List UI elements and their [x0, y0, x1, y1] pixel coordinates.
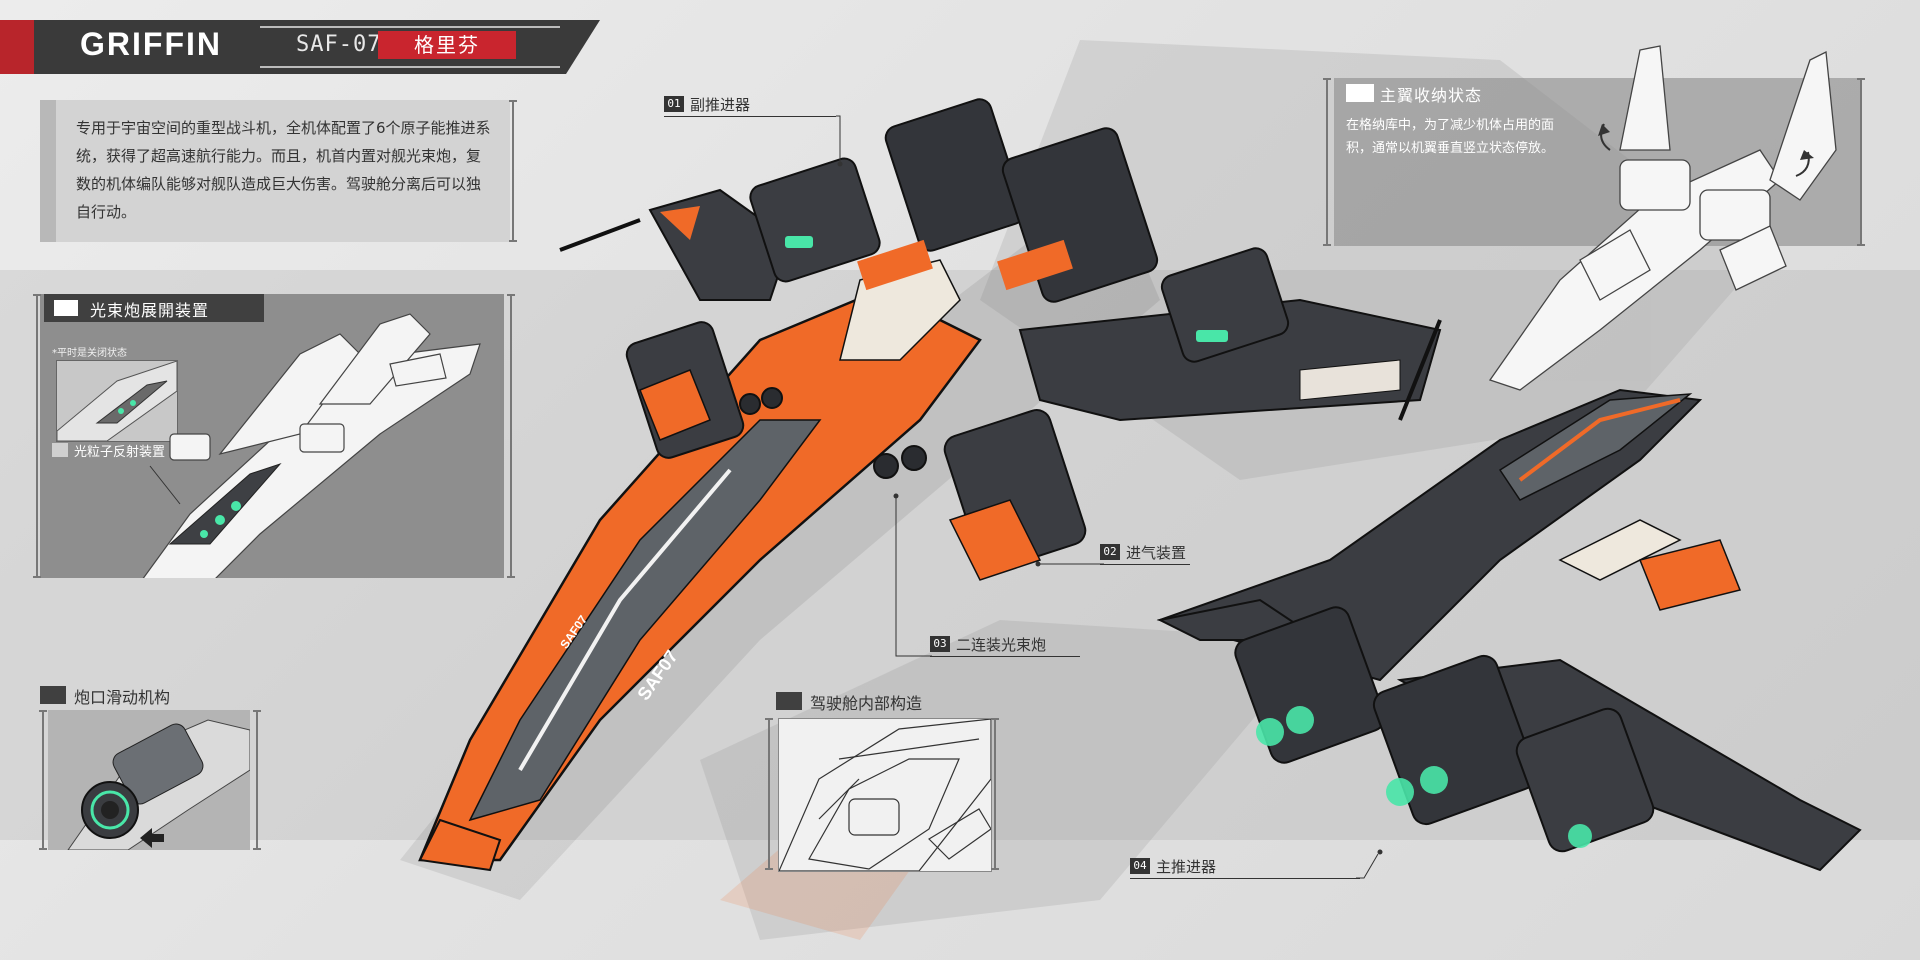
cockpit-drawing — [779, 719, 991, 871]
wing-stowed-panel: 主翼收纳状态 在格纳库中，为了减少机体占用的面积，通常以机翼垂直竖立状态停放。 — [1334, 78, 1860, 246]
muzzle-bracket-right — [253, 710, 261, 850]
muzzle-panel-title: 炮口滑动机构 — [74, 688, 171, 707]
cockpit-panel-title: 驾驶舱内部构造 — [810, 694, 923, 713]
intro-text: 专用于宇宙空间的重型战斗机，全机体配置了6个原子能推进系统，获得了超高速航行能力… — [76, 119, 491, 221]
rear-ship-main-thruster-glow — [1256, 718, 1284, 746]
wing-title-swatch — [1346, 84, 1374, 102]
callout-number: 03 — [930, 636, 950, 652]
callout-rule — [1130, 878, 1360, 879]
callout-number: 02 — [1100, 544, 1120, 560]
beam-deploy-panel: 光束炮展開装置 *平时是关闭状态 光粒子反射装置 — [40, 294, 504, 578]
beam-panel-header: 光束炮展開装置 — [44, 294, 264, 322]
callout-label: 副推进器 — [690, 96, 751, 114]
muzzle-bracket-left — [39, 710, 47, 850]
intro-panel: 专用于宇宙空间的重型战斗机，全机体配置了6个原子能推进系统，获得了超高速航行能力… — [40, 100, 510, 242]
callout-rule — [930, 656, 1080, 657]
beam-sub-label: 光粒子反射装置 — [74, 445, 166, 460]
cockpit-bracket-right — [991, 718, 999, 870]
beam-header-swatch — [54, 300, 78, 316]
callout-label: 二连装光束炮 — [956, 636, 1047, 654]
wing-bracket-right — [1857, 78, 1865, 246]
beam-inset-drawing — [57, 361, 177, 441]
beam-panel-title: 光束炮展開装置 — [90, 301, 210, 320]
beam-sub-swatch — [52, 443, 68, 457]
muzzle-drawing — [48, 710, 250, 850]
main-ship-twin-beam-cannon — [873, 453, 899, 479]
callout-rule — [664, 116, 836, 117]
beam-panel-note: *平时是关闭状态 — [52, 348, 127, 359]
muzzle-swatch — [40, 686, 66, 704]
model-code: SAF-07 — [296, 32, 382, 57]
beam-bracket-left — [33, 294, 41, 578]
main-ship-sub-thruster-block — [749, 157, 881, 283]
title-red-tab — [0, 20, 34, 74]
callout-label: 主推进器 — [1156, 858, 1217, 876]
callout-rule — [1100, 564, 1190, 565]
muzzle-slide-panel — [48, 710, 250, 850]
intro-bracket — [509, 100, 517, 242]
wing-bracket-left — [1323, 78, 1331, 246]
title-bar: GRIFFIN SAF-07 格里芬 — [0, 20, 600, 74]
model-name-cn: 格里芬 — [378, 31, 516, 59]
callout-label: 进气装置 — [1126, 544, 1187, 562]
wing-panel-text: 在格纳库中，为了减少机体占用的面积，通常以机翼垂直竖立状态停放。 — [1346, 118, 1555, 156]
beam-closed-inset — [56, 360, 178, 442]
cockpit-swatch — [776, 692, 802, 710]
cockpit-bracket-left — [765, 718, 773, 870]
beam-line-ship — [142, 313, 481, 578]
cockpit-structure-panel — [778, 718, 992, 872]
title-rule-top — [260, 26, 560, 28]
beam-bracket-right — [507, 294, 515, 578]
callout-number: 04 — [1130, 858, 1150, 874]
page-title: GRIFFIN — [80, 26, 222, 62]
title-rule-bottom — [260, 66, 560, 68]
callout-number: 01 — [664, 96, 684, 112]
intro-accent-bar — [40, 100, 56, 242]
wing-panel-title: 主翼收纳状态 — [1380, 86, 1483, 105]
